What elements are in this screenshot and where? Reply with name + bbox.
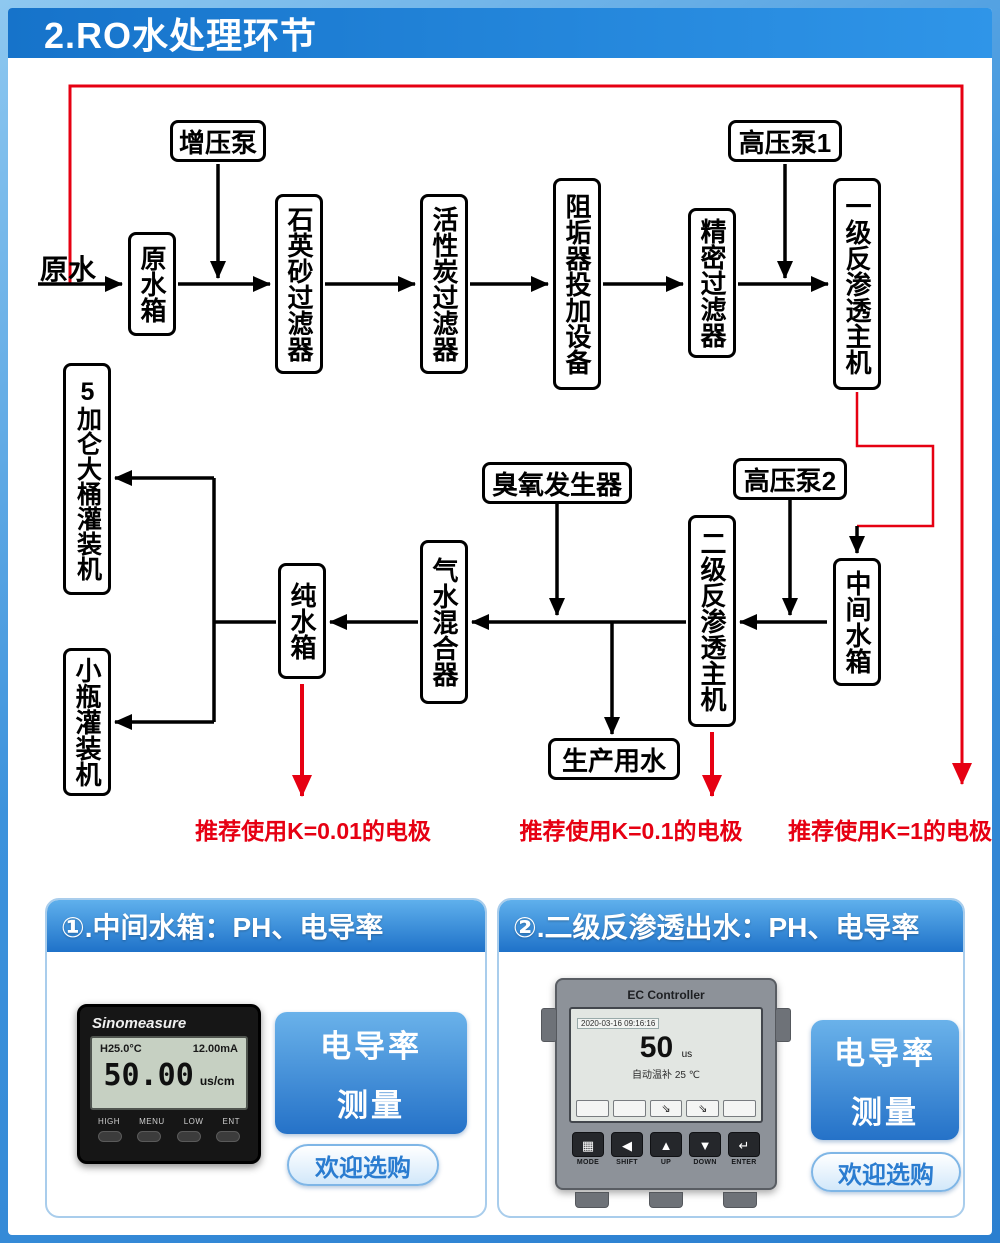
controller-unit: us — [681, 1049, 693, 1060]
flow-box-antiscalant-unit: 阻垢器投加设备 — [553, 178, 601, 390]
meter-button — [97, 1131, 122, 1142]
down-button: ▼ DOWN — [686, 1132, 724, 1166]
meter-lcd-ma: 12.00mA — [192, 1043, 238, 1055]
flow-box-pure-tank: 纯水箱 — [278, 563, 326, 679]
controller-value: 50 — [639, 1031, 674, 1064]
flow-box-mid-tank: 中间水箱 — [833, 558, 881, 686]
flow-box-ro2: 二级反渗透主机 — [688, 515, 736, 727]
softkey — [723, 1100, 756, 1117]
flow-box-mixer: 气水混合器 — [420, 540, 468, 704]
meter-lcd-value: 50.00 — [103, 1058, 194, 1093]
controller-softkeys: ⇘ ⇘ — [576, 1100, 756, 1117]
meter-key-ent: ENT — [222, 1117, 240, 1126]
meter-key-low: LOW — [183, 1117, 204, 1126]
controller-title: EC Controller — [627, 988, 705, 1002]
card-ro2-outlet: ②.二级反渗透出水：PH、电导率 EC Controller 2020-03-1… — [497, 898, 965, 1218]
down-arrow-icon: ▼ — [689, 1132, 721, 1157]
buy-button[interactable]: 欢迎选购 — [287, 1144, 439, 1186]
meter-lcd-unit: us/cm — [199, 1074, 235, 1088]
page-header: 2.RO水处理环节 — [8, 8, 992, 58]
controller-connectors — [555, 1192, 777, 1208]
buy-button[interactable]: 欢迎选购 — [811, 1152, 961, 1192]
controller-datetime: 2020-03-16 09:16:16 — [577, 1018, 660, 1029]
ec-controller-image: EC Controller 2020-03-16 09:16:16 50 us … — [541, 978, 791, 1190]
card2-header: ②.二级反渗透出水：PH、电导率 — [499, 900, 963, 952]
card-mid-tank: ①.中间水箱：PH、电导率 Sinomeasure H25.0°C 12.00m… — [45, 898, 487, 1218]
controller-buttons: ▦ MODE ◀ SHIFT ▲ UP ▼ DOWN — [569, 1132, 763, 1166]
electrode-note-k001: 推荐使用K=0.01的电极 — [195, 818, 431, 844]
softkey-arrow-icon: ⇘ — [649, 1100, 683, 1117]
flow-box-booster-pump: 增压泵 — [170, 120, 266, 162]
flow-box-hp-pump1: 高压泵1 — [728, 120, 842, 162]
electrode-note-k1: 推荐使用K=1的电极 — [788, 818, 992, 844]
mode-icon: ▦ — [572, 1132, 604, 1157]
page-title: 2.RO水处理环节 — [44, 15, 318, 56]
meter-key-high: HIGH — [98, 1117, 120, 1126]
up-button: ▲ UP — [647, 1132, 685, 1166]
up-arrow-icon: ▲ — [650, 1132, 682, 1157]
conductivity-panel: 电导率 测量 — [811, 1020, 959, 1140]
flow-box-production-water: 生产用水 — [548, 738, 680, 780]
panel-line1: 电导率 — [320, 1029, 422, 1064]
flow-label-raw-water: 原水 — [40, 254, 97, 285]
controller-temp-unit: ℃ — [688, 1070, 700, 1081]
conductivity-meter-image: Sinomeasure H25.0°C 12.00mA 50.00 us/cm … — [77, 1004, 261, 1164]
mode-button: ▦ MODE — [569, 1132, 607, 1166]
panel-line2: 测量 — [337, 1088, 405, 1123]
meter-lcd-temp: H25.0°C — [100, 1043, 142, 1055]
enter-icon: ↵ — [728, 1132, 760, 1157]
flow-box-small-bottle-filler: 小瓶灌装机 — [63, 648, 111, 796]
flow-box-quartz-filter: 石英砂过滤器 — [275, 194, 323, 374]
controller-screen: 2020-03-16 09:16:16 50 us 自动温补 25 ℃ ⇘ — [569, 1007, 763, 1123]
shift-button: ◀ SHIFT — [608, 1132, 646, 1166]
shift-left-icon: ◀ — [611, 1132, 643, 1157]
flow-box-ozone: 臭氧发生器 — [482, 462, 632, 504]
panel-line2: 测量 — [851, 1095, 919, 1130]
softkey — [612, 1100, 646, 1117]
meter-lcd-screen: H25.0°C 12.00mA 50.00 us/cm — [90, 1036, 248, 1110]
meter-key-labels: HIGH MENU LOW ENT — [90, 1117, 248, 1126]
card1-title: ①.中间水箱：PH、电导率 — [61, 912, 384, 943]
softkey — [576, 1100, 609, 1117]
meter-key-menu: MENU — [139, 1117, 165, 1126]
meter-brand: Sinomeasure — [92, 1015, 187, 1032]
panel-line1: 电导率 — [834, 1036, 936, 1071]
controller-temp-value: 25 — [674, 1070, 686, 1081]
card1-header: ①.中间水箱：PH、电导率 — [47, 900, 485, 952]
softkey-arrow-icon: ⇘ — [686, 1100, 720, 1117]
controller-mount-tab — [775, 1008, 791, 1042]
meter-button — [176, 1131, 201, 1142]
meter-button — [216, 1131, 241, 1142]
enter-button: ↵ ENTER — [725, 1132, 763, 1166]
meter-button — [137, 1131, 162, 1142]
electrode-note-k01: 推荐使用K=0.1的电极 — [519, 818, 743, 844]
flow-box-raw-tank: 原水箱 — [128, 232, 176, 336]
controller-mount-tab — [541, 1008, 557, 1042]
flow-box-hp-pump2: 高压泵2 — [733, 458, 847, 500]
meter-buttons — [90, 1131, 248, 1142]
card2-title: ②.二级反渗透出水：PH、电导率 — [513, 912, 920, 943]
flow-box-gallon5-filler: 5加仑大桶灌装机 — [63, 363, 111, 595]
flow-box-carbon-filter: 活性炭过滤器 — [420, 194, 468, 374]
conductivity-panel: 电导率 测量 — [275, 1012, 467, 1134]
content-area: 2.RO水处理环节 — [8, 8, 992, 1235]
flow-box-precision-filter: 精密过滤器 — [688, 208, 736, 358]
flow-box-ro1: 一级反渗透主机 — [833, 178, 881, 390]
controller-temp-label: 自动温补 — [632, 1070, 673, 1081]
